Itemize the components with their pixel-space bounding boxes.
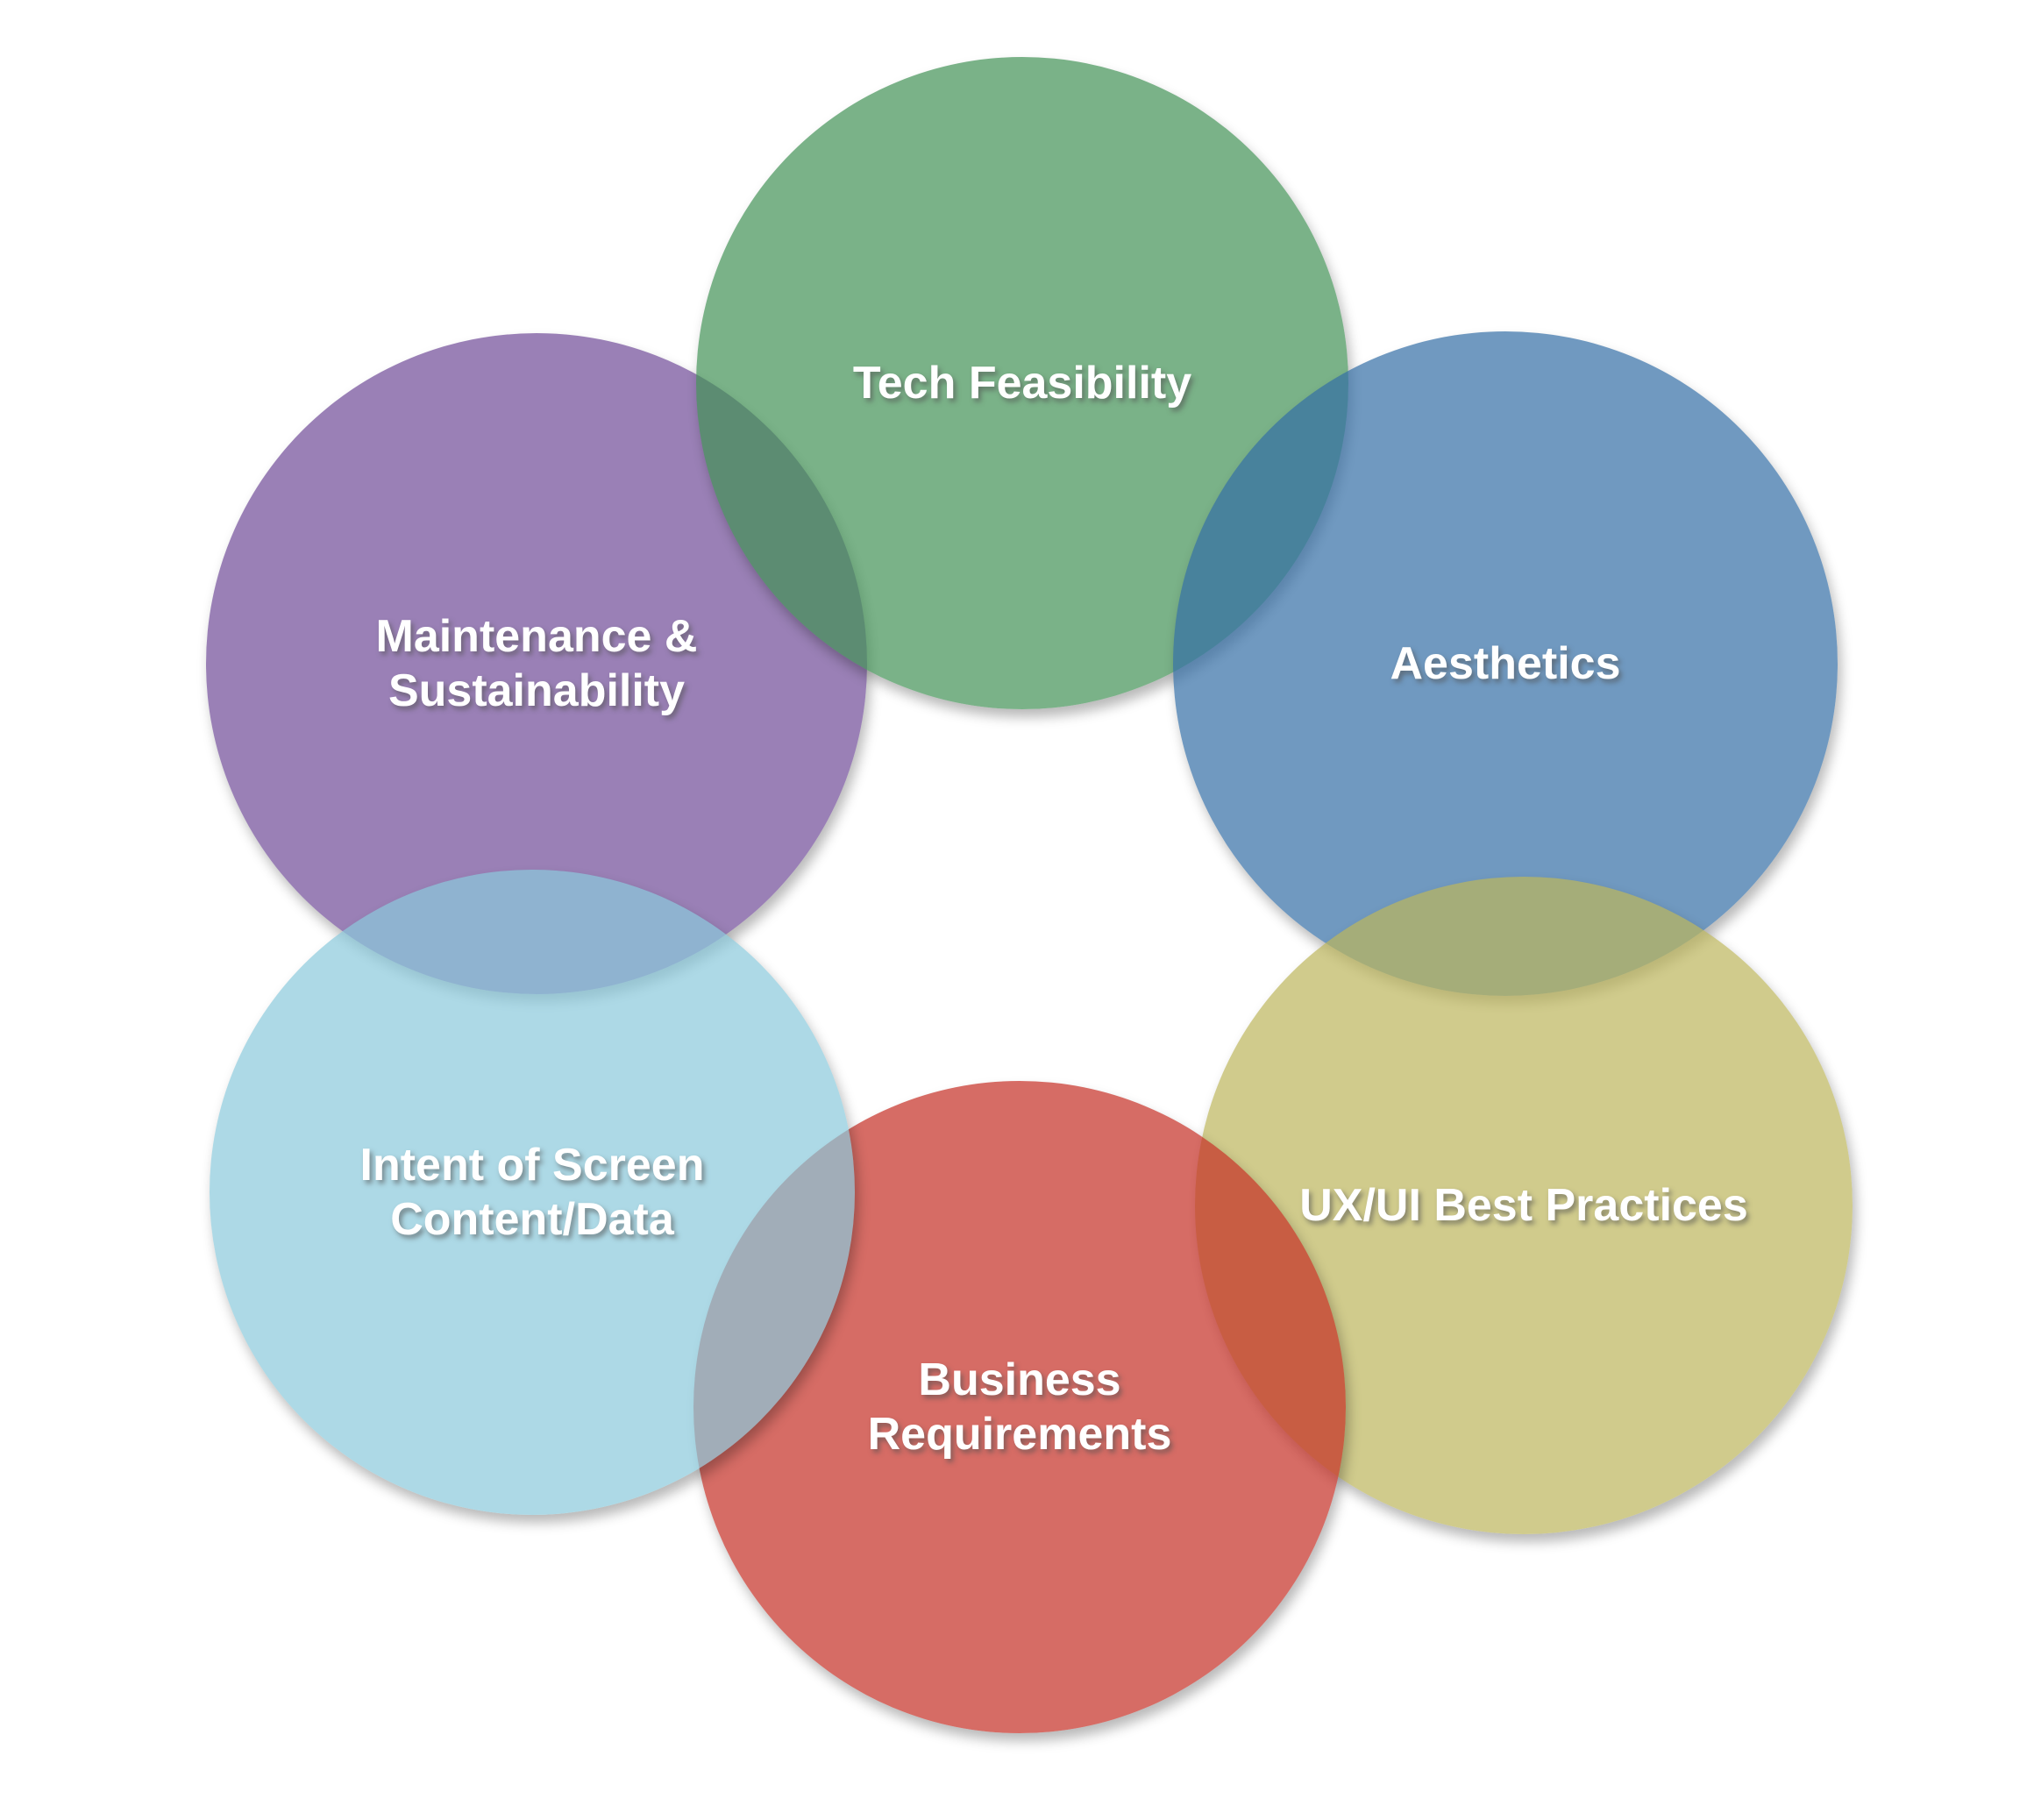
label-aesthetics: Aesthetics (1390, 638, 1621, 689)
label-tech-feasibility: Tech Feasibility (852, 358, 1192, 409)
label-uxui-best-practices: UX/UI Best Practices (1299, 1180, 1748, 1231)
label-maintenance-sustainability: Maintenance &Sustainability (375, 611, 698, 716)
